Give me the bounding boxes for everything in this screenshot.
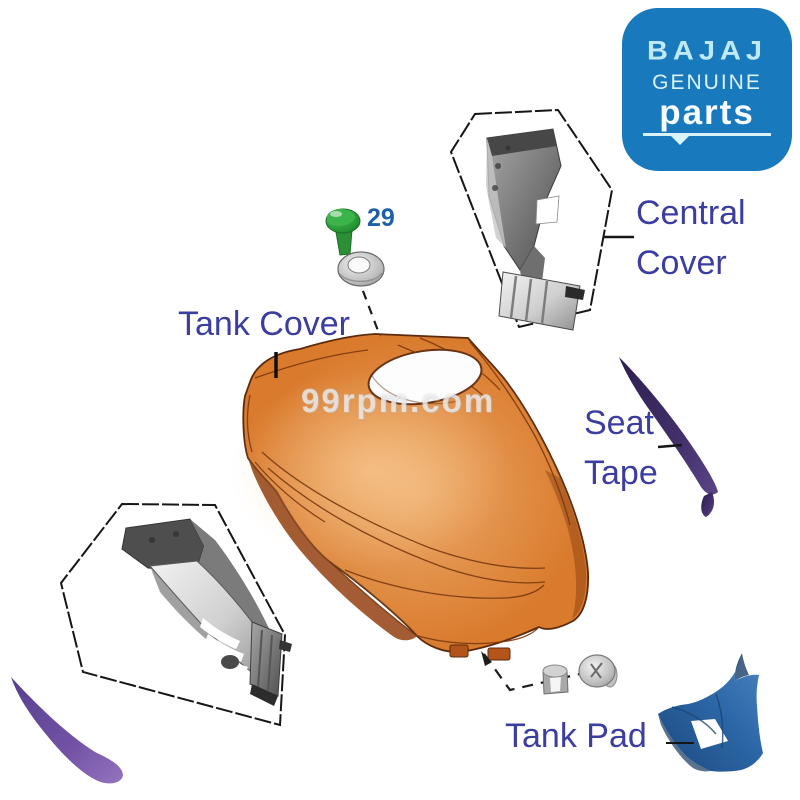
label-central-cover-line1: Central xyxy=(636,194,746,232)
logo-brand-text: BAJAJ xyxy=(646,36,768,66)
central-cover-bottom-illustration xyxy=(121,518,292,706)
logo-underline-arrow-icon xyxy=(671,136,689,145)
logo-underline xyxy=(643,133,771,145)
central-cover-top-illustration xyxy=(486,128,585,331)
part-number-label: 29 xyxy=(367,204,395,232)
tank-cover-illustration xyxy=(230,333,589,661)
seat-tape-left-illustration xyxy=(11,677,123,784)
callout-hexagon-bottom xyxy=(59,502,287,727)
label-seat-tape-line1: Seat xyxy=(584,404,654,442)
label-tank-cover: Tank Cover xyxy=(178,305,350,343)
watermark: 99rpm.com xyxy=(301,382,496,419)
logo-parts-text: parts xyxy=(659,93,755,132)
seat-tape-right-illustration xyxy=(619,357,718,517)
washer-illustration xyxy=(337,251,385,287)
tank-pad-illustration xyxy=(658,653,763,772)
callout-hexagon-top xyxy=(449,108,614,329)
bolt-29-illustration xyxy=(325,208,361,256)
label-seat-tape: Seat Tape xyxy=(584,398,658,498)
bajaj-genuine-parts-logo: BAJAJ GENUINE parts xyxy=(622,8,792,171)
clip-illustration xyxy=(542,664,569,695)
label-central-cover-line2: Cover xyxy=(636,244,727,282)
dashed-line-arrowhead xyxy=(481,651,492,666)
leader-seat-tape xyxy=(657,443,683,449)
label-central-cover: Central Cover xyxy=(636,188,746,288)
label-seat-tape-line2: Tape xyxy=(584,454,658,492)
logo-genuine-text: GENUINE xyxy=(652,71,762,94)
fuel-cap-opening xyxy=(367,348,483,406)
label-tank-pad: Tank Pad xyxy=(505,717,647,755)
bolt-illustration xyxy=(578,654,618,688)
